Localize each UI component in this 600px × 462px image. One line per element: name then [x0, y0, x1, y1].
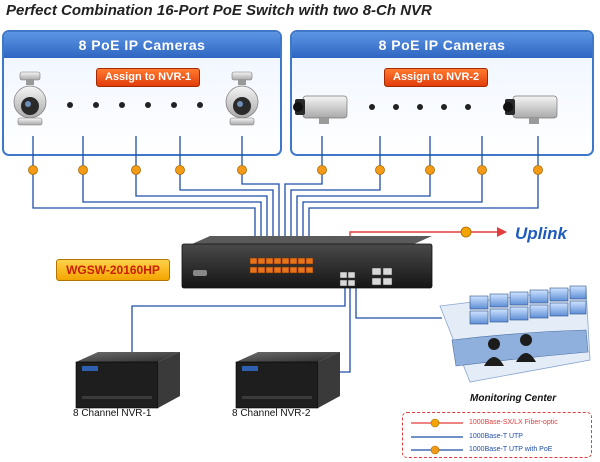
nvr2-label: 8 Channel NVR-2 — [232, 408, 311, 419]
legend-utp: 1000Base-T UTP — [469, 433, 523, 440]
switch-model-label: WGSW-20160HP — [56, 259, 170, 281]
cable-cam1 — [32, 136, 256, 236]
cable-cam5 — [241, 136, 280, 236]
cable-cam9 — [302, 136, 483, 236]
uplink-label: Uplink — [515, 224, 567, 243]
cable-cam2 — [82, 136, 262, 236]
box-camera-icon — [503, 95, 558, 124]
ptz-camera-icon — [13, 71, 47, 126]
poe-ports — [249, 257, 314, 274]
legend-swatches — [411, 418, 463, 455]
nvr-device-icon — [75, 352, 180, 409]
power-indicator — [193, 270, 207, 276]
cable-cam4 — [179, 136, 274, 236]
uplink-ports — [339, 267, 393, 287]
legend-utp-poe: 1000Base-T UTP with PoE — [469, 446, 553, 453]
assign-badge-nvr2: Assign to NVR-2 — [384, 68, 489, 87]
poe-switch — [181, 236, 433, 289]
cable-cam6 — [284, 136, 323, 236]
cable-monitor — [355, 286, 442, 319]
cable-cam8 — [296, 136, 431, 236]
cable-nvr1 — [131, 286, 346, 352]
monitoring-center-label: Monitoring Center — [470, 393, 557, 404]
panel-heading: 8 PoE IP Cameras — [4, 32, 280, 58]
cable-cam3 — [135, 136, 268, 236]
diagram-title: Perfect Combination 16-Port PoE Switch w… — [6, 2, 432, 19]
cable-cam7 — [290, 136, 381, 236]
nvr-device-icon — [235, 352, 340, 409]
box-camera-icon — [293, 95, 348, 124]
ptz-camera-icon — [225, 71, 259, 126]
monitoring-center-icon — [439, 285, 591, 383]
assign-badge-nvr1: Assign to NVR-1 — [96, 68, 201, 87]
legend: 1000Base-SX/LX Fiber-optic 1000Base-T UT… — [402, 412, 592, 458]
camera-panel-nvr2: 8 PoE IP Cameras Assign to NVR-2 — [290, 30, 594, 156]
poe-badges — [28, 165, 543, 175]
panel-heading: 8 PoE IP Cameras — [292, 32, 592, 58]
camera-dots-panel2 — [369, 104, 471, 110]
camera-dots-panel1 — [67, 102, 203, 108]
legend-fiber: 1000Base-SX/LX Fiber-optic — [469, 419, 558, 426]
cable-cam10 — [308, 136, 539, 236]
nvr1-label: 8 Channel NVR-1 — [73, 408, 152, 419]
